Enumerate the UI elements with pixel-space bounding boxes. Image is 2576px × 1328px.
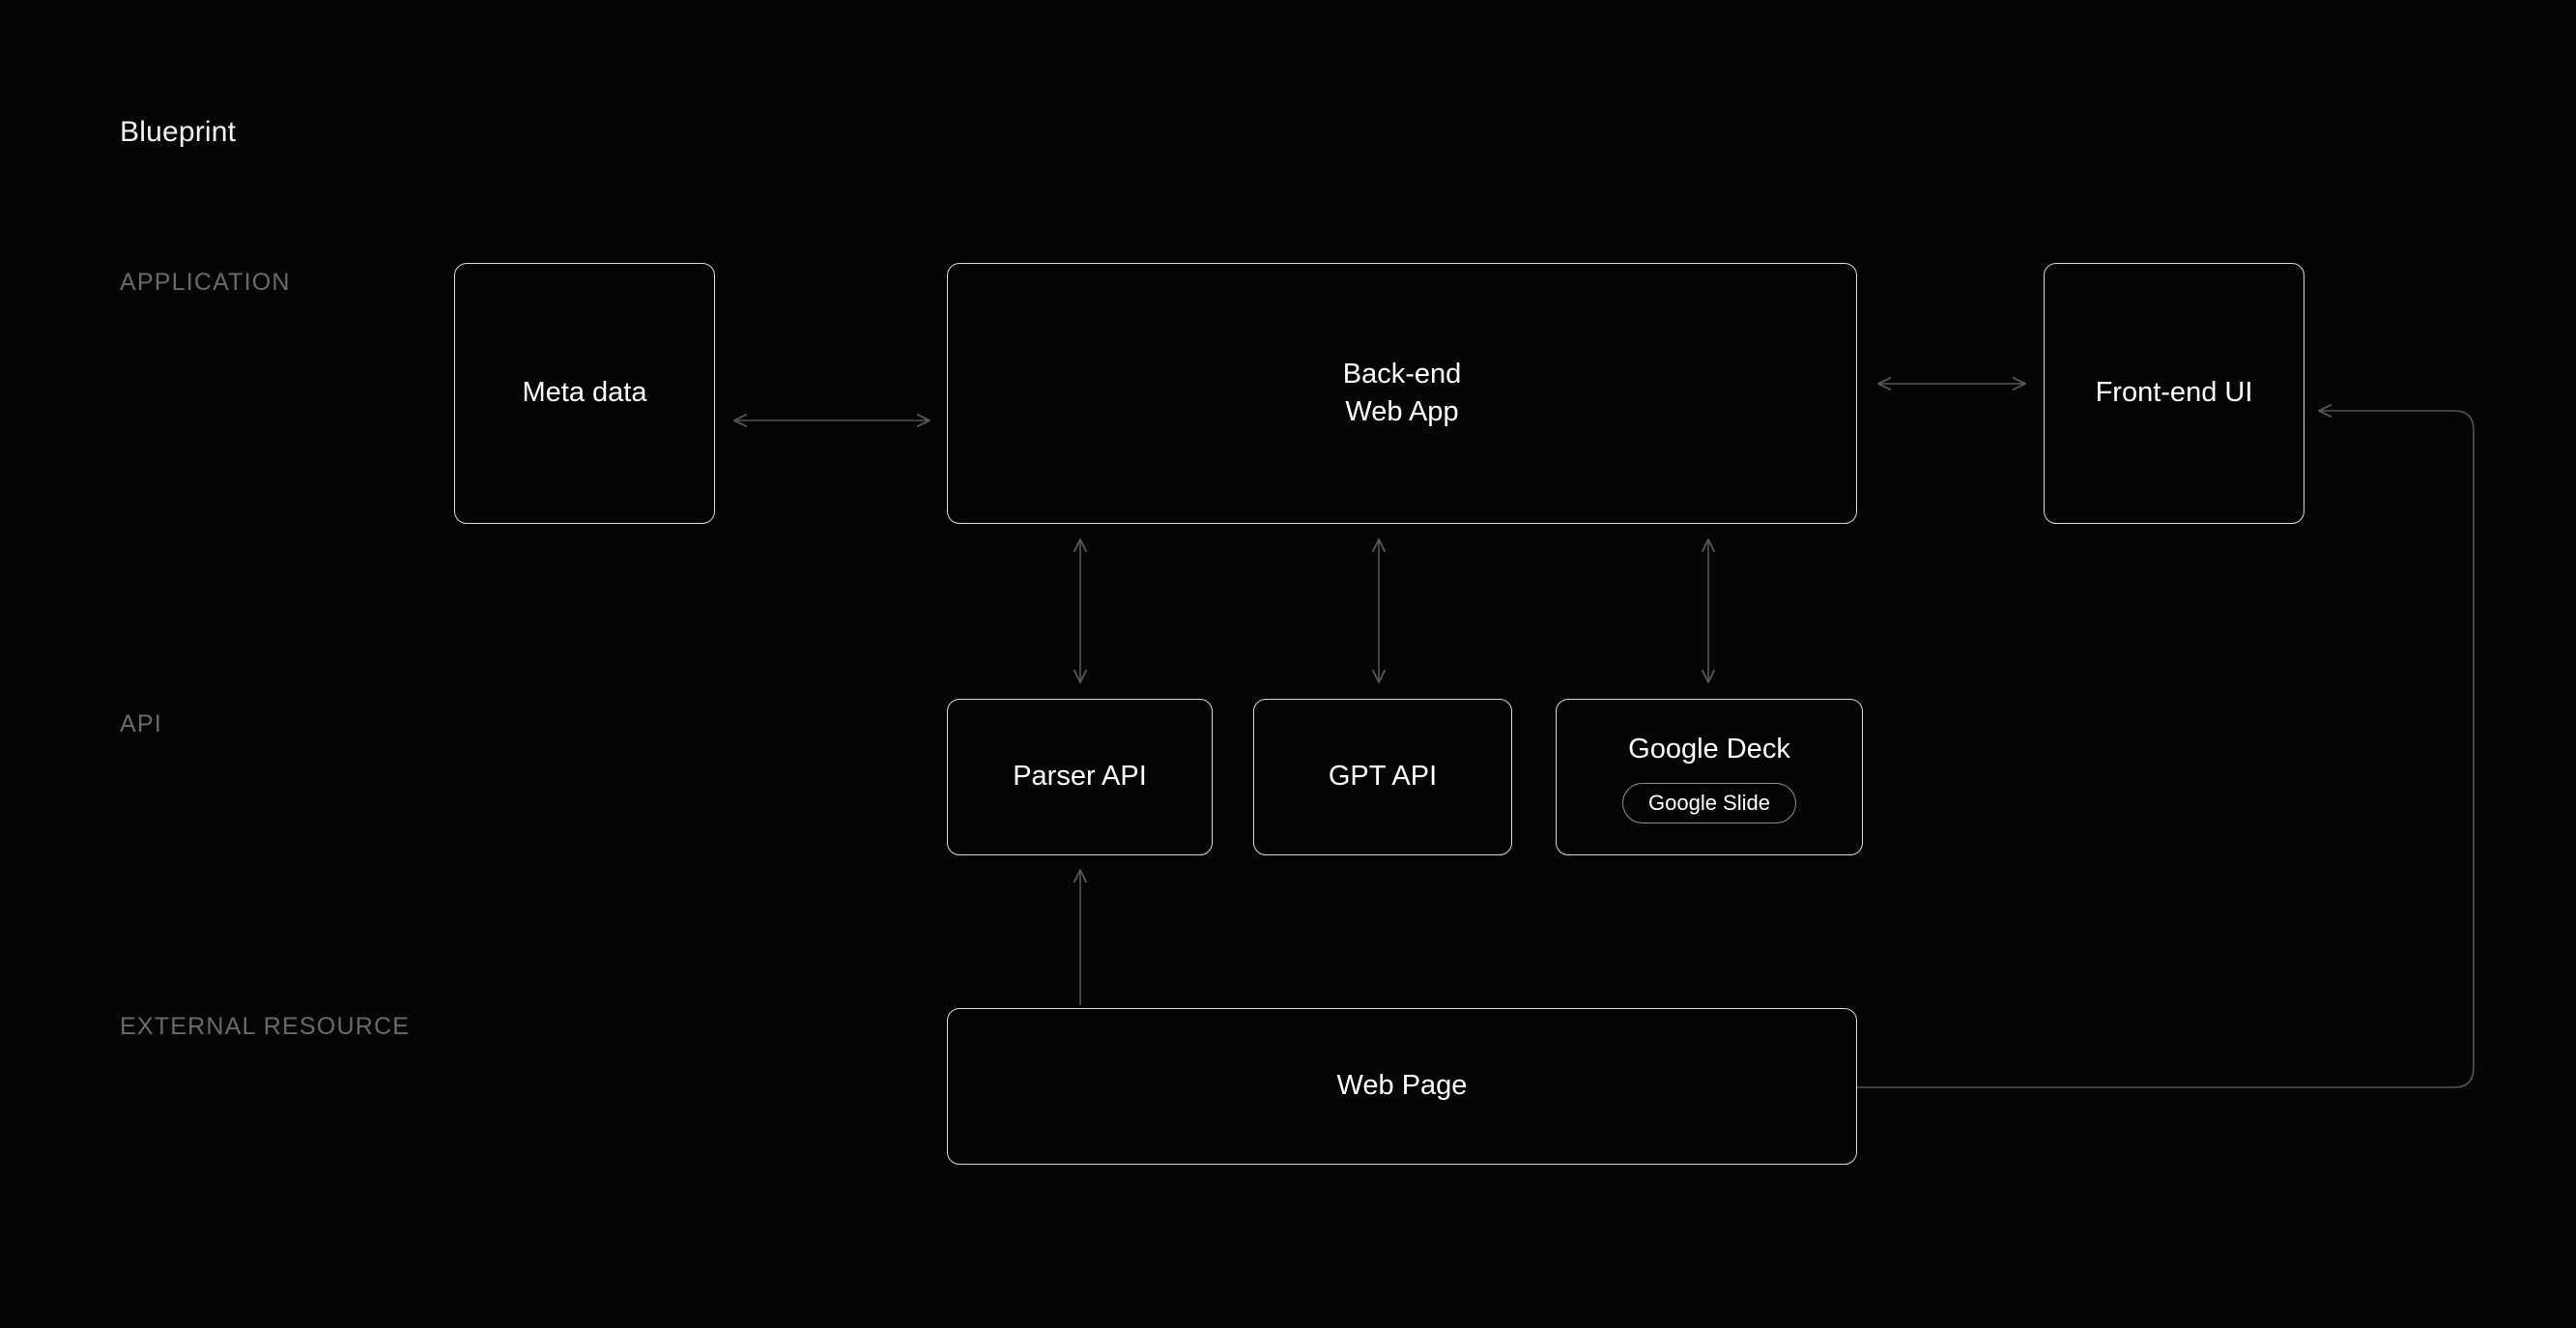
node-google-deck-label: Google Deck bbox=[1628, 734, 1790, 765]
node-web-page[interactable]: Web Page bbox=[947, 1008, 1857, 1165]
page-title: Blueprint bbox=[120, 116, 237, 148]
lane-label-api: API bbox=[120, 710, 162, 737]
node-meta-data-label: Meta data bbox=[522, 377, 647, 409]
node-gpt-api-label: GPT API bbox=[1328, 761, 1438, 793]
node-parser-api-label: Parser API bbox=[1013, 761, 1147, 793]
node-frontend-ui[interactable]: Front-end UI bbox=[2044, 263, 2304, 524]
node-google-slide-pill[interactable]: Google Slide bbox=[1622, 782, 1796, 823]
node-parser-api[interactable]: Parser API bbox=[947, 699, 1213, 855]
lane-label-external-resource: EXTERNAL RESOURCE bbox=[120, 1013, 411, 1040]
node-web-page-label: Web Page bbox=[1336, 1070, 1468, 1102]
node-frontend-ui-label: Front-end UI bbox=[2095, 377, 2253, 409]
node-backend-web-app-label: Back-end Web App bbox=[1342, 358, 1462, 427]
node-google-deck[interactable]: Google Deck Google Slide bbox=[1556, 699, 1863, 855]
node-meta-data[interactable]: Meta data bbox=[454, 263, 715, 524]
lane-label-application: APPLICATION bbox=[120, 269, 291, 296]
node-gpt-api[interactable]: GPT API bbox=[1253, 699, 1512, 855]
node-backend-web-app[interactable]: Back-end Web App bbox=[947, 263, 1857, 524]
